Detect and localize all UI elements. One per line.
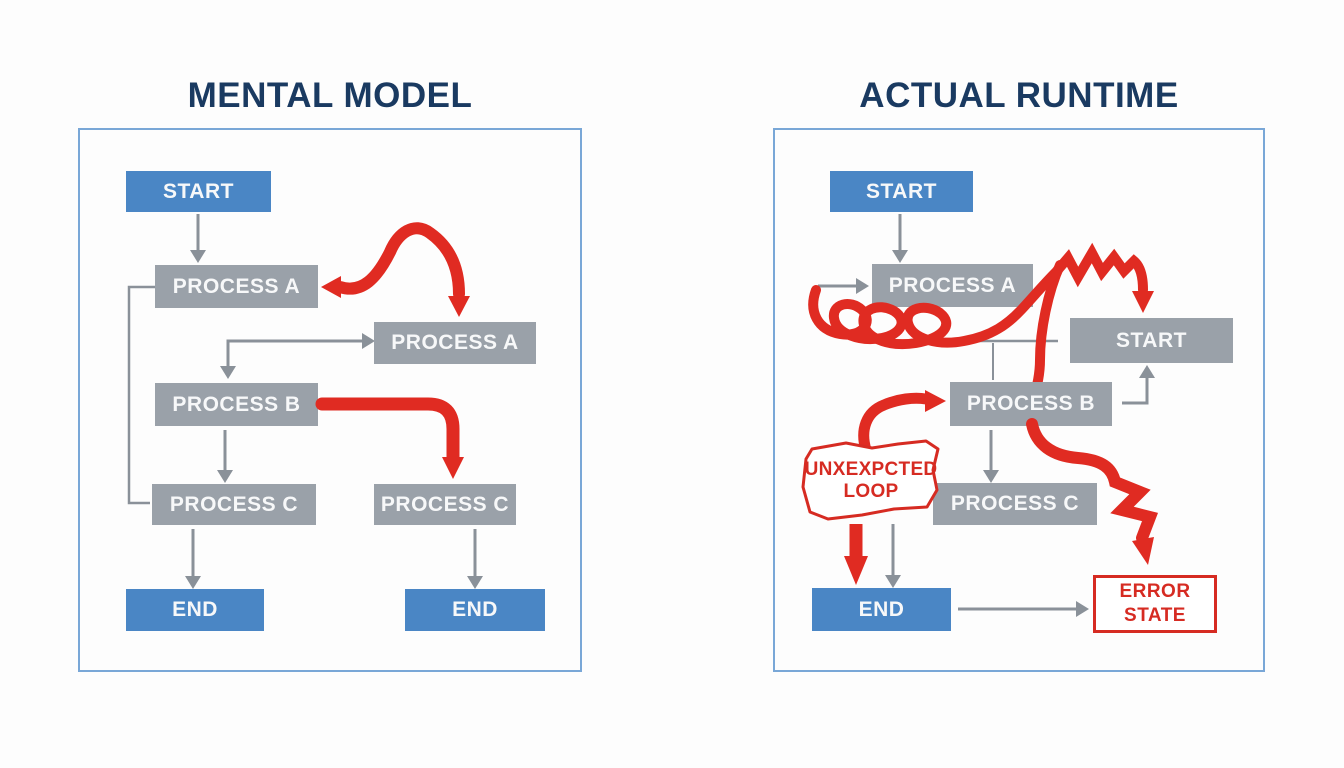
unexpected-loop-line1: UNXEXPCTED: [804, 459, 938, 481]
error-state-box: ERROR STATE: [1093, 575, 1217, 633]
node-process-a1-left: PROCESS A: [155, 265, 318, 308]
node-process-a-right: PROCESS A: [872, 264, 1033, 307]
error-state-line1: ERROR: [1119, 581, 1191, 603]
node-start-gray-right: START: [1070, 318, 1233, 363]
error-state-line2: STATE: [1124, 605, 1186, 626]
node-process-c2-left: PROCESS C: [374, 484, 516, 525]
right-panel-title: ACTUAL RUNTIME: [859, 76, 1179, 115]
node-process-c1-left: PROCESS C: [152, 484, 316, 525]
node-start-right: START: [830, 171, 973, 212]
node-process-b-right: PROCESS B: [950, 382, 1112, 426]
unexpected-loop-line2: LOOP: [843, 481, 899, 502]
node-process-c-right: PROCESS C: [933, 483, 1097, 525]
left-panel-title: MENTAL MODEL: [187, 76, 473, 115]
left-panel-frame: [78, 128, 582, 672]
node-start-left: START: [126, 171, 271, 212]
right-panel-frame: [773, 128, 1265, 672]
node-process-b-left: PROCESS B: [155, 383, 318, 426]
unexpected-loop-label: UNXEXPCTED LOOP: [804, 452, 938, 510]
node-process-a2-left: PROCESS A: [374, 322, 536, 364]
node-end2-left: END: [405, 589, 545, 631]
node-end1-left: END: [126, 589, 264, 631]
node-end-right: END: [812, 588, 951, 631]
